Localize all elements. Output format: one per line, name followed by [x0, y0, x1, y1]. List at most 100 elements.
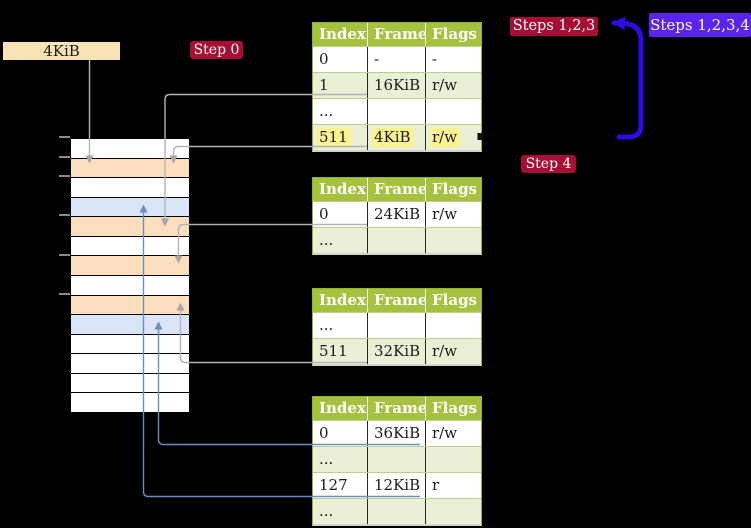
- table-cell: r/w: [426, 73, 481, 98]
- step-0-badge: Step 0: [190, 41, 243, 59]
- memory-frame-row: [71, 275, 189, 295]
- table-cell: r/w: [426, 202, 481, 227]
- table-cell: [426, 313, 481, 338]
- cell-text: 0: [319, 205, 329, 223]
- cell-text: 0: [319, 50, 329, 68]
- column-header-frame: Frame: [368, 178, 426, 201]
- table-cell: -: [426, 47, 481, 72]
- cell-text: r: [432, 476, 440, 494]
- column-header-index: Index: [313, 397, 368, 420]
- column-header-flags: Flags: [432, 25, 477, 43]
- cell-text: 0: [319, 424, 329, 442]
- memory-frame-row: [71, 139, 189, 158]
- cell-text: ...: [319, 502, 334, 520]
- memory-address-tick: [59, 293, 70, 295]
- table-cell: 511: [313, 339, 368, 364]
- table-cell: 0: [313, 421, 368, 446]
- cell-text: r/w: [432, 76, 458, 94]
- table-cell: [368, 499, 426, 524]
- physical-memory-column: [70, 138, 190, 413]
- cell-text: r/w: [432, 205, 458, 223]
- memory-frame-row: [71, 178, 189, 197]
- column-header-frame: Frame: [368, 397, 426, 420]
- table-cell: [368, 99, 426, 124]
- column-header-frame: Frame: [368, 289, 426, 312]
- cell-text: -: [432, 50, 438, 68]
- memory-address-tick: [59, 254, 70, 256]
- column-header-frame: Frame: [368, 23, 426, 46]
- table-row: ...: [313, 227, 481, 253]
- steps-123-badge: Steps 1,2,3: [510, 17, 598, 36]
- table-cell: [426, 228, 481, 253]
- cell-text: 12KiB: [374, 476, 421, 494]
- table-row: ...: [313, 446, 481, 472]
- table-cell: 36KiB: [368, 421, 426, 446]
- table-header-row: Index Frame Flags: [313, 397, 481, 420]
- page-table-2: Index Frame Flags 0 24KiB r/w ...: [312, 177, 482, 255]
- table-cell: 127: [313, 473, 368, 498]
- cell-text: 127: [319, 476, 348, 494]
- table-row: 0 36KiB r/w: [313, 420, 481, 446]
- table-cell: 0: [313, 47, 368, 72]
- table-row: ...: [313, 312, 481, 338]
- table-cell: [368, 447, 426, 472]
- column-header-index: Index: [313, 289, 368, 312]
- cell-text: ...: [319, 450, 334, 468]
- table-cell: [426, 499, 481, 524]
- memory-frame-row: [71, 334, 189, 354]
- cell-text: 4KiB: [372, 128, 414, 147]
- table-row-highlighted: 511 4KiB r/w: [313, 124, 481, 150]
- memory-frame-row: [71, 256, 189, 275]
- table-cell: 12KiB: [368, 473, 426, 498]
- cell-text: r/w: [432, 424, 458, 442]
- table-cell: -: [368, 47, 426, 72]
- cell-text: -: [374, 50, 380, 68]
- table-row: 1 16KiB r/w: [313, 72, 481, 98]
- memory-frame-row: [71, 197, 189, 217]
- cell-text: 511: [317, 128, 351, 147]
- table-row: ...: [313, 98, 481, 124]
- page-table-4: Index Frame Flags 0 36KiB r/w ... 127 12…: [312, 396, 482, 526]
- table-cell: r/w: [426, 125, 481, 150]
- memory-address-tick: [59, 214, 70, 216]
- table-cell: ...: [313, 99, 368, 124]
- table-cell: ...: [313, 313, 368, 338]
- frame-size-label: 4KiB: [3, 42, 120, 60]
- memory-address-tick: [59, 136, 70, 138]
- page-table-3: Index Frame Flags ... 511 32KiB r/w: [312, 288, 482, 366]
- cell-text: 511: [319, 342, 348, 360]
- table-cell: ...: [313, 447, 368, 472]
- table-cell: 24KiB: [368, 202, 426, 227]
- table-cell: [368, 228, 426, 253]
- column-header-flags: Flags: [432, 180, 477, 198]
- column-header-index: Index: [313, 23, 368, 46]
- table-cell: 0: [313, 202, 368, 227]
- memory-frame-row: [71, 295, 189, 315]
- table-cell: 1: [313, 73, 368, 98]
- table-cell: [426, 99, 481, 124]
- memory-frame-row: [71, 393, 189, 412]
- table-cell: r: [426, 473, 481, 498]
- table-cell: [426, 447, 481, 472]
- table-cell: 16KiB: [368, 73, 426, 98]
- memory-address-tick: [59, 175, 70, 177]
- cell-text: r/w: [430, 128, 461, 147]
- memory-frame-row: [71, 236, 189, 256]
- table-cell: r/w: [426, 421, 481, 446]
- memory-frame-row: [71, 373, 189, 393]
- cell-text: 36KiB: [374, 424, 421, 442]
- cell-text: ...: [319, 231, 334, 249]
- step-4-badge: Step 4: [521, 155, 576, 173]
- table-cell: 4KiB: [368, 125, 426, 150]
- steps-1234-badge: Steps 1,2,3,4: [649, 13, 751, 37]
- table-header-row: Index Frame Flags: [313, 178, 481, 201]
- cell-text: ...: [319, 102, 334, 120]
- table-row: 127 12KiB r: [313, 472, 481, 498]
- column-header-index: Index: [313, 178, 368, 201]
- column-header-flags: Flags: [432, 399, 477, 417]
- table-cell: [368, 313, 426, 338]
- table-header-row: Index Frame Flags: [313, 289, 481, 312]
- table-cell: r/w: [426, 339, 481, 364]
- cell-text: 1: [319, 76, 329, 94]
